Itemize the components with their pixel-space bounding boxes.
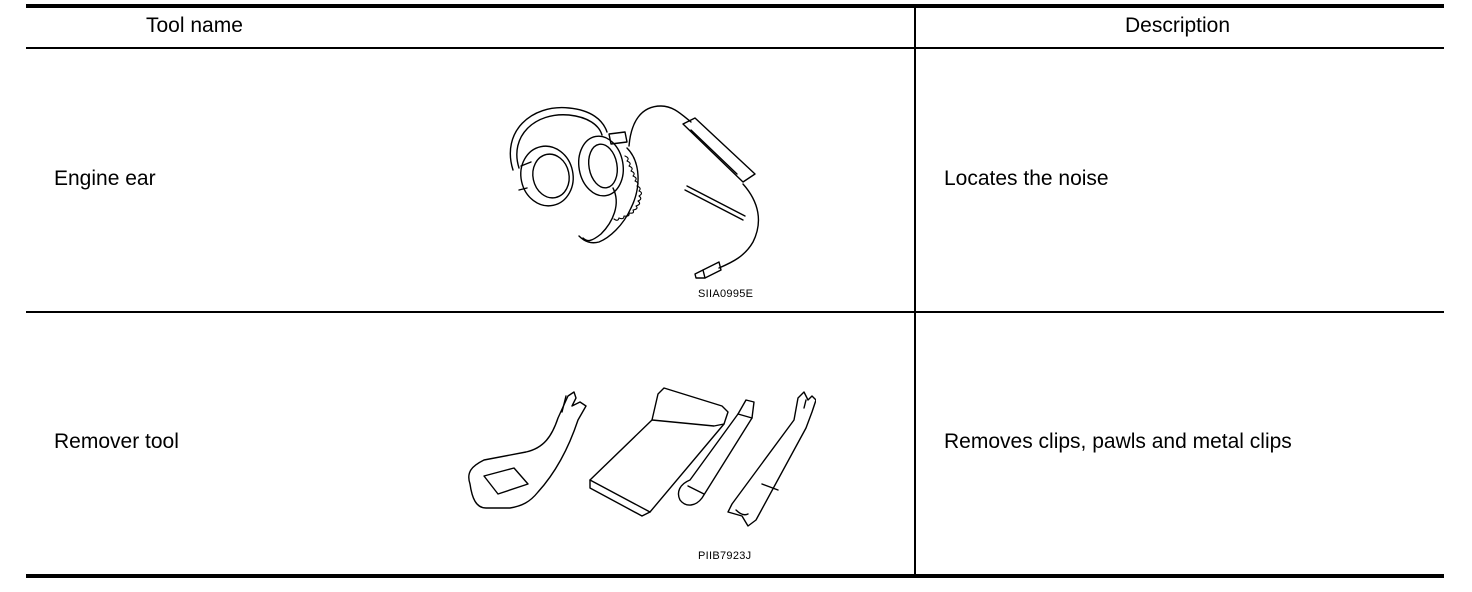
column-divider (914, 8, 916, 574)
column-header-tool-name: Tool name (146, 14, 243, 37)
tool-name-engine-ear: Engine ear (54, 167, 156, 190)
row-separator (26, 311, 1444, 313)
description-remover-tool: Removes clips, pawls and metal clips (944, 430, 1292, 453)
engine-ear-illustration (491, 92, 761, 282)
remover-tool-illustration (466, 380, 816, 530)
tools-table: Tool name Description Engine ear (26, 4, 1444, 578)
figure-code-remover-tool: PIIB7923J (698, 550, 752, 562)
figure-code-engine-ear: SIIA0995E (698, 288, 754, 300)
table-top-rule (26, 4, 1444, 8)
description-engine-ear: Locates the noise (944, 167, 1109, 190)
table-bottom-rule (26, 574, 1444, 578)
column-header-description: Description (1125, 14, 1231, 37)
tool-name-remover-tool: Remover tool (54, 430, 179, 453)
header-separator (26, 47, 1444, 49)
